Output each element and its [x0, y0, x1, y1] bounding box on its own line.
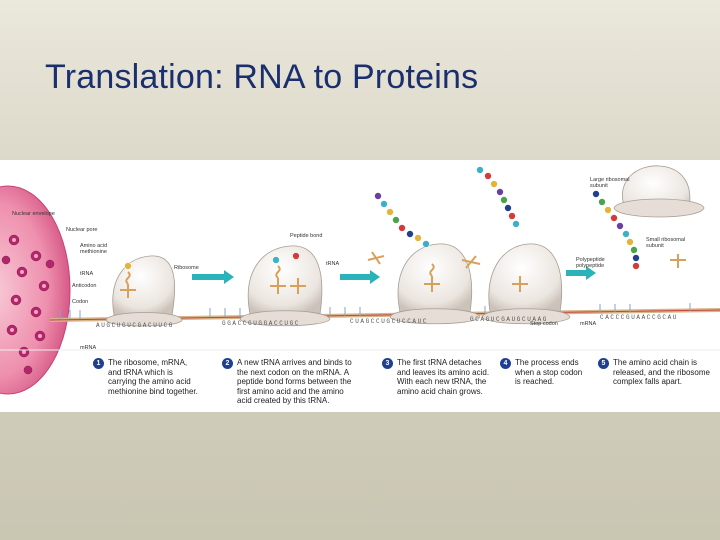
- step-2-caption: A new tRNA arrives and binds to the next…: [237, 358, 352, 406]
- ribosome-1: [105, 255, 183, 327]
- ribosome-large-subunit-released: [613, 165, 705, 218]
- ribosome-2: [239, 245, 331, 327]
- step-3-caption: The first tRNA detaches and leaves its a…: [397, 358, 490, 396]
- step-3-badge: 3: [382, 358, 393, 369]
- amino-acid-chain: [124, 166, 640, 270]
- label-stop-codon: Stop codon: [530, 321, 558, 327]
- step-4-caption: The process ends when a stop codon is re…: [515, 358, 583, 387]
- label-polypeptide: Polypeptide polypeptide: [576, 257, 605, 269]
- ribosome-4: [481, 243, 571, 325]
- label-amino-acid: Amino acid methionine: [80, 243, 108, 255]
- label-peptide-bond: Peptide bond: [290, 233, 323, 239]
- slide-title: Translation: RNA to Proteins: [45, 58, 479, 96]
- nucleus: [0, 185, 71, 395]
- codon-sequence: CACCCGUAACCGCAU: [600, 314, 679, 321]
- step-5-badge: 5: [598, 358, 609, 369]
- translation-diagram: Nuclear envelope Nuclear pore Amino acid…: [0, 160, 720, 412]
- label-codon: Codon: [72, 299, 89, 305]
- label-mrna-2: mRNA: [580, 321, 597, 327]
- codon-sequence: GGACCGUGGACCUGC: [222, 320, 301, 327]
- step-2-badge: 2: [222, 358, 233, 369]
- step-1-badge: 1: [93, 358, 104, 369]
- step-arrows: [192, 266, 596, 284]
- label-nuclear-pore: Nuclear pore: [66, 227, 98, 233]
- step-1-caption: The ribosome, mRNA, and tRNA which is ca…: [108, 358, 198, 396]
- label-trna-2: tRNA: [326, 261, 340, 267]
- diagram-artwork: [0, 165, 720, 395]
- step-4-badge: 4: [500, 358, 511, 369]
- label-nuclear-envelope: Nuclear envelope: [12, 211, 55, 217]
- label-trna: tRNA: [80, 271, 94, 277]
- ribosome-3: [389, 243, 481, 325]
- step-5-caption: The amino acid chain is released, and th…: [613, 358, 710, 387]
- label-anticodon: Anticodon: [72, 283, 97, 289]
- codon-sequence: AUGCUGUCGACUUCG: [96, 322, 175, 329]
- trna-molecules: [120, 251, 686, 298]
- codon-sequence: CUAGCCUGCUCCAUC: [350, 318, 429, 325]
- label-mrna: mRNA: [80, 345, 97, 351]
- label-large-subunit: Large ribosomal subunit: [590, 177, 630, 189]
- label-ribosome: Ribosome: [174, 265, 199, 271]
- label-small-subunit: Small ribosomal subunit: [646, 237, 686, 249]
- codon-sequence: GCAGUCGAUGCUAAG: [470, 316, 549, 323]
